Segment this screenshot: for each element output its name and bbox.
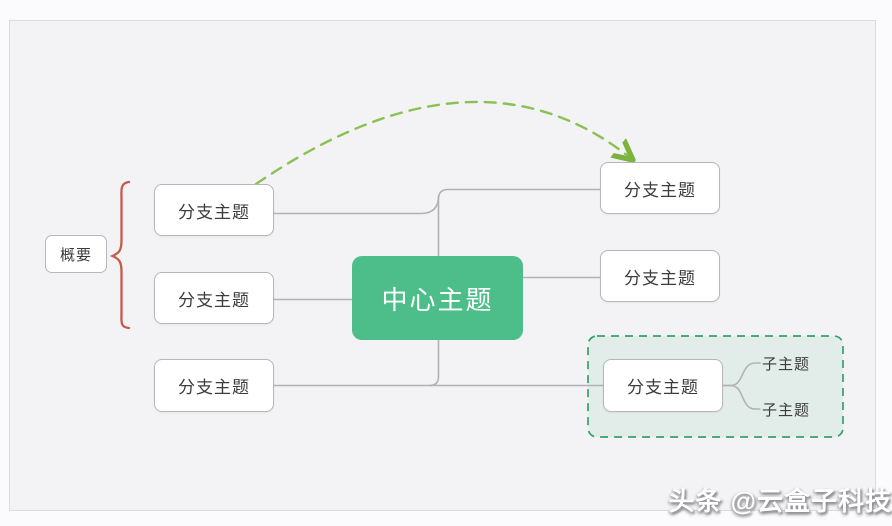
- branch-topic-left-3[interactable]: 分支主题: [154, 359, 274, 412]
- connector-left-1: [273, 195, 440, 215]
- branch-topic-label: 分支主题: [178, 202, 250, 222]
- branch-topic-label: 分支主题: [178, 290, 250, 310]
- branch-topic-left-1[interactable]: 分支主题: [154, 184, 274, 236]
- branch-topic-label: 分支主题: [627, 378, 699, 397]
- connector-lines: [273, 188, 761, 410]
- subtopic-label: 子主题: [762, 401, 811, 419]
- branch-topic-label: 分支主题: [178, 378, 250, 397]
- summary-topic[interactable]: 概要: [45, 235, 107, 273]
- connector-subtopic-2: [722, 384, 761, 410]
- mindmap-canvas[interactable]: 分支主题 分支主题 分支主题 中心主题 分支主题 分支主题 分支主题 子主题 子…: [9, 20, 876, 511]
- branch-topic-label: 分支主题: [624, 268, 696, 288]
- subtopic-1[interactable]: 子主题: [762, 352, 832, 374]
- summary-brace: [109, 180, 131, 330]
- subtopic-label: 子主题: [762, 355, 811, 373]
- branch-topic-label: 分支主题: [624, 180, 696, 200]
- subtopic-2[interactable]: 子主题: [762, 398, 832, 420]
- branch-topic-left-2[interactable]: 分支主题: [154, 272, 274, 324]
- branch-topic-right-2[interactable]: 分支主题: [600, 250, 720, 302]
- relationship-arrow[interactable]: [254, 100, 633, 186]
- branch-topic-right-1[interactable]: 分支主题: [600, 162, 720, 214]
- central-topic[interactable]: 中心主题: [352, 256, 523, 340]
- summary-label: 概要: [59, 246, 92, 264]
- branch-topic-right-3[interactable]: 分支主题: [603, 359, 723, 412]
- central-topic-label: 中心主题: [381, 284, 494, 315]
